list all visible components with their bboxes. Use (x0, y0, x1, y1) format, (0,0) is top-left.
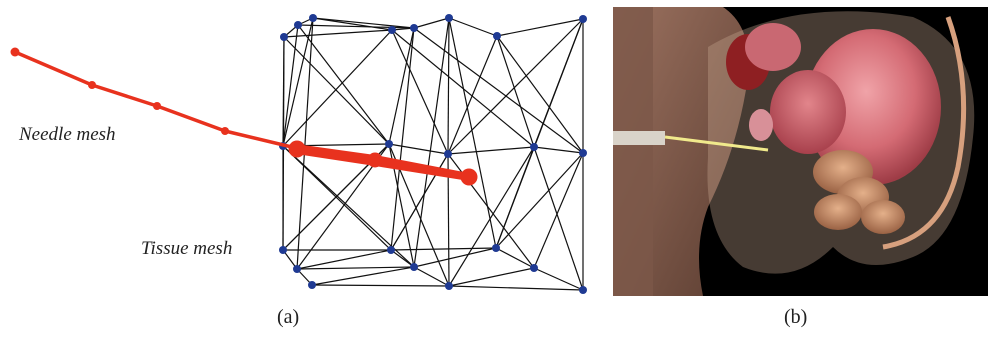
mesh-edge (298, 25, 389, 144)
caption-b: (b) (784, 306, 807, 329)
mesh-node (445, 282, 453, 290)
mesh-edge (414, 18, 449, 28)
mesh-node (309, 14, 317, 22)
mesh-node (308, 281, 316, 289)
mesh-edge (312, 285, 449, 286)
tissue-mesh-label: Tissue mesh (141, 238, 232, 259)
mesh-edge (449, 286, 583, 290)
mesh-node (294, 21, 302, 29)
mesh-edge (449, 268, 534, 286)
mesh-edge (389, 144, 448, 154)
mesh-edge (448, 154, 534, 268)
mesh-edge (496, 153, 583, 248)
mesh-edge (448, 147, 534, 154)
mesh-node (579, 149, 587, 157)
mesh-edge (449, 18, 496, 248)
mesh-diagram: Needle mesh Tissue mesh (0, 0, 600, 300)
mesh-node (579, 286, 587, 294)
mesh-edge (497, 36, 534, 147)
mesh-node (387, 246, 395, 254)
mesh-edge (297, 267, 414, 269)
mesh-node (493, 32, 501, 40)
probe-sheath (613, 131, 665, 145)
mesh-node (444, 150, 452, 158)
mesh-node (279, 246, 287, 254)
mesh-edge (414, 18, 449, 267)
mesh-edge (534, 147, 583, 290)
mesh-edge (534, 268, 583, 290)
mesh-node (388, 26, 396, 34)
needle-mesh-label: Needle mesh (18, 124, 116, 145)
mesh-node (530, 264, 538, 272)
urethra-bulb (749, 109, 773, 141)
mesh-edge (313, 18, 392, 30)
mesh-edge (448, 19, 583, 154)
mesh-edge (312, 267, 414, 285)
mesh-edge (297, 250, 391, 269)
mesh-edge (448, 18, 449, 154)
mesh-edge (391, 248, 496, 250)
mesh-node (445, 14, 453, 22)
mesh-edge (283, 30, 392, 146)
anatomy-rendering (613, 7, 988, 296)
mesh-edge (284, 30, 392, 37)
mesh-edge (496, 248, 534, 268)
mesh-edge (497, 19, 583, 36)
seminal-vesicle (745, 23, 801, 71)
caption-a: (a) (277, 306, 299, 329)
mesh-edge (449, 147, 534, 286)
mesh-edge (449, 18, 497, 36)
prostate-organ (770, 70, 846, 154)
mesh-node (280, 33, 288, 41)
mesh-edge (448, 36, 497, 154)
mesh-edge (414, 267, 449, 286)
mesh-node (410, 24, 418, 32)
mesh-node (293, 265, 301, 273)
mesh-edge (414, 248, 496, 267)
mesh-node (530, 143, 538, 151)
mesh-edge (496, 147, 534, 248)
mesh-node (385, 140, 393, 148)
mesh-node (579, 15, 587, 23)
mesh-node (410, 263, 418, 271)
mesh-node (492, 244, 500, 252)
